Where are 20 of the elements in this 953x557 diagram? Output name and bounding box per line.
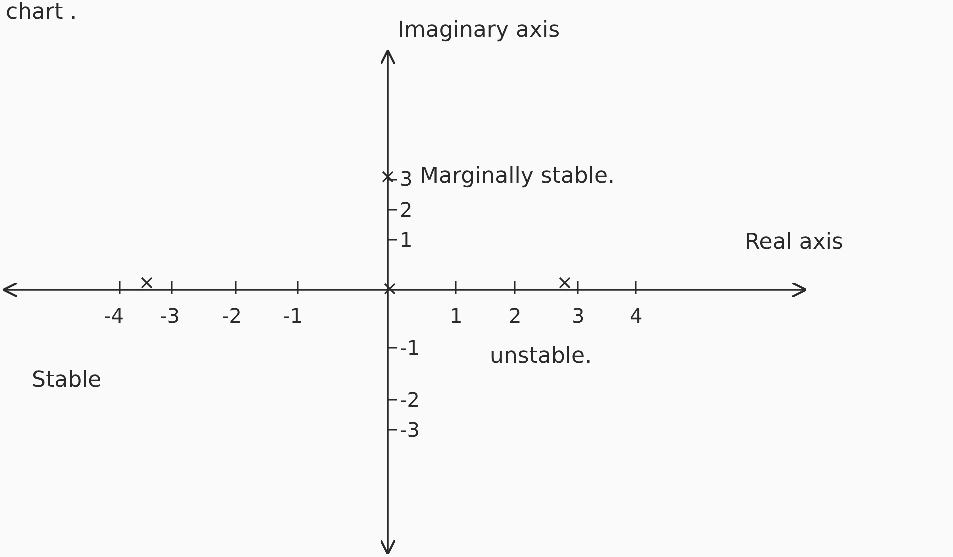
axis-title: Real axis [745, 232, 844, 254]
tick-label: 2 [509, 306, 522, 326]
tick-label: 2 [400, 200, 413, 220]
region-label: unstable. [490, 346, 592, 368]
tick-label: -1 [400, 338, 420, 358]
tick-label: 4 [630, 306, 643, 326]
tick-label: -3 [160, 306, 180, 326]
axis-title: Imaginary axis [398, 20, 560, 42]
tick-label: -4 [104, 306, 124, 326]
tick-label: -1 [283, 306, 303, 326]
tick-label: -2 [400, 390, 420, 410]
region-label: Stable [32, 370, 102, 392]
tick-label: 1 [450, 306, 463, 326]
tick-label: 3 [400, 169, 413, 189]
region-label: Marginally stable. [420, 166, 616, 188]
text-fragment: chart . [6, 2, 78, 24]
tick-label: 3 [572, 306, 585, 326]
tick-label: -3 [400, 420, 420, 440]
tick-label: 1 [400, 230, 413, 250]
tick-label: -2 [222, 306, 242, 326]
